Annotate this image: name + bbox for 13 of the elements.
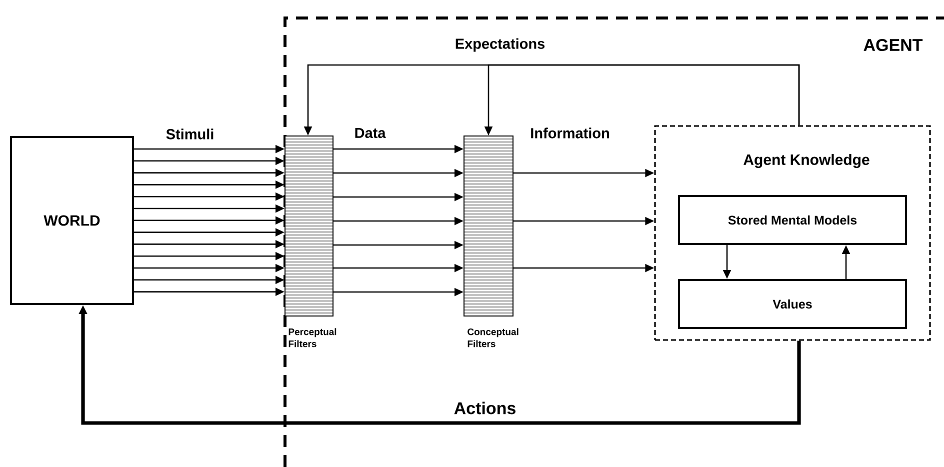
node-label: Perceptual Filters	[288, 328, 336, 348]
filter-bar: Conceptual Filters	[464, 136, 518, 348]
node-label: Conceptual Filters	[468, 328, 518, 348]
process-box: WORLD	[10, 136, 134, 305]
edge-label: Data	[355, 128, 386, 138]
process-box: Values	[678, 279, 907, 329]
region-title: AGENT	[864, 38, 923, 52]
edge-label: Information	[531, 128, 609, 138]
filter-bar: Perceptual Filters	[284, 136, 336, 348]
edge-label: Actions	[454, 402, 516, 414]
process-box: Stored Mental Models	[678, 195, 907, 245]
edge-label: Stimuli	[166, 128, 214, 140]
edge-label: Expectations	[456, 38, 545, 52]
